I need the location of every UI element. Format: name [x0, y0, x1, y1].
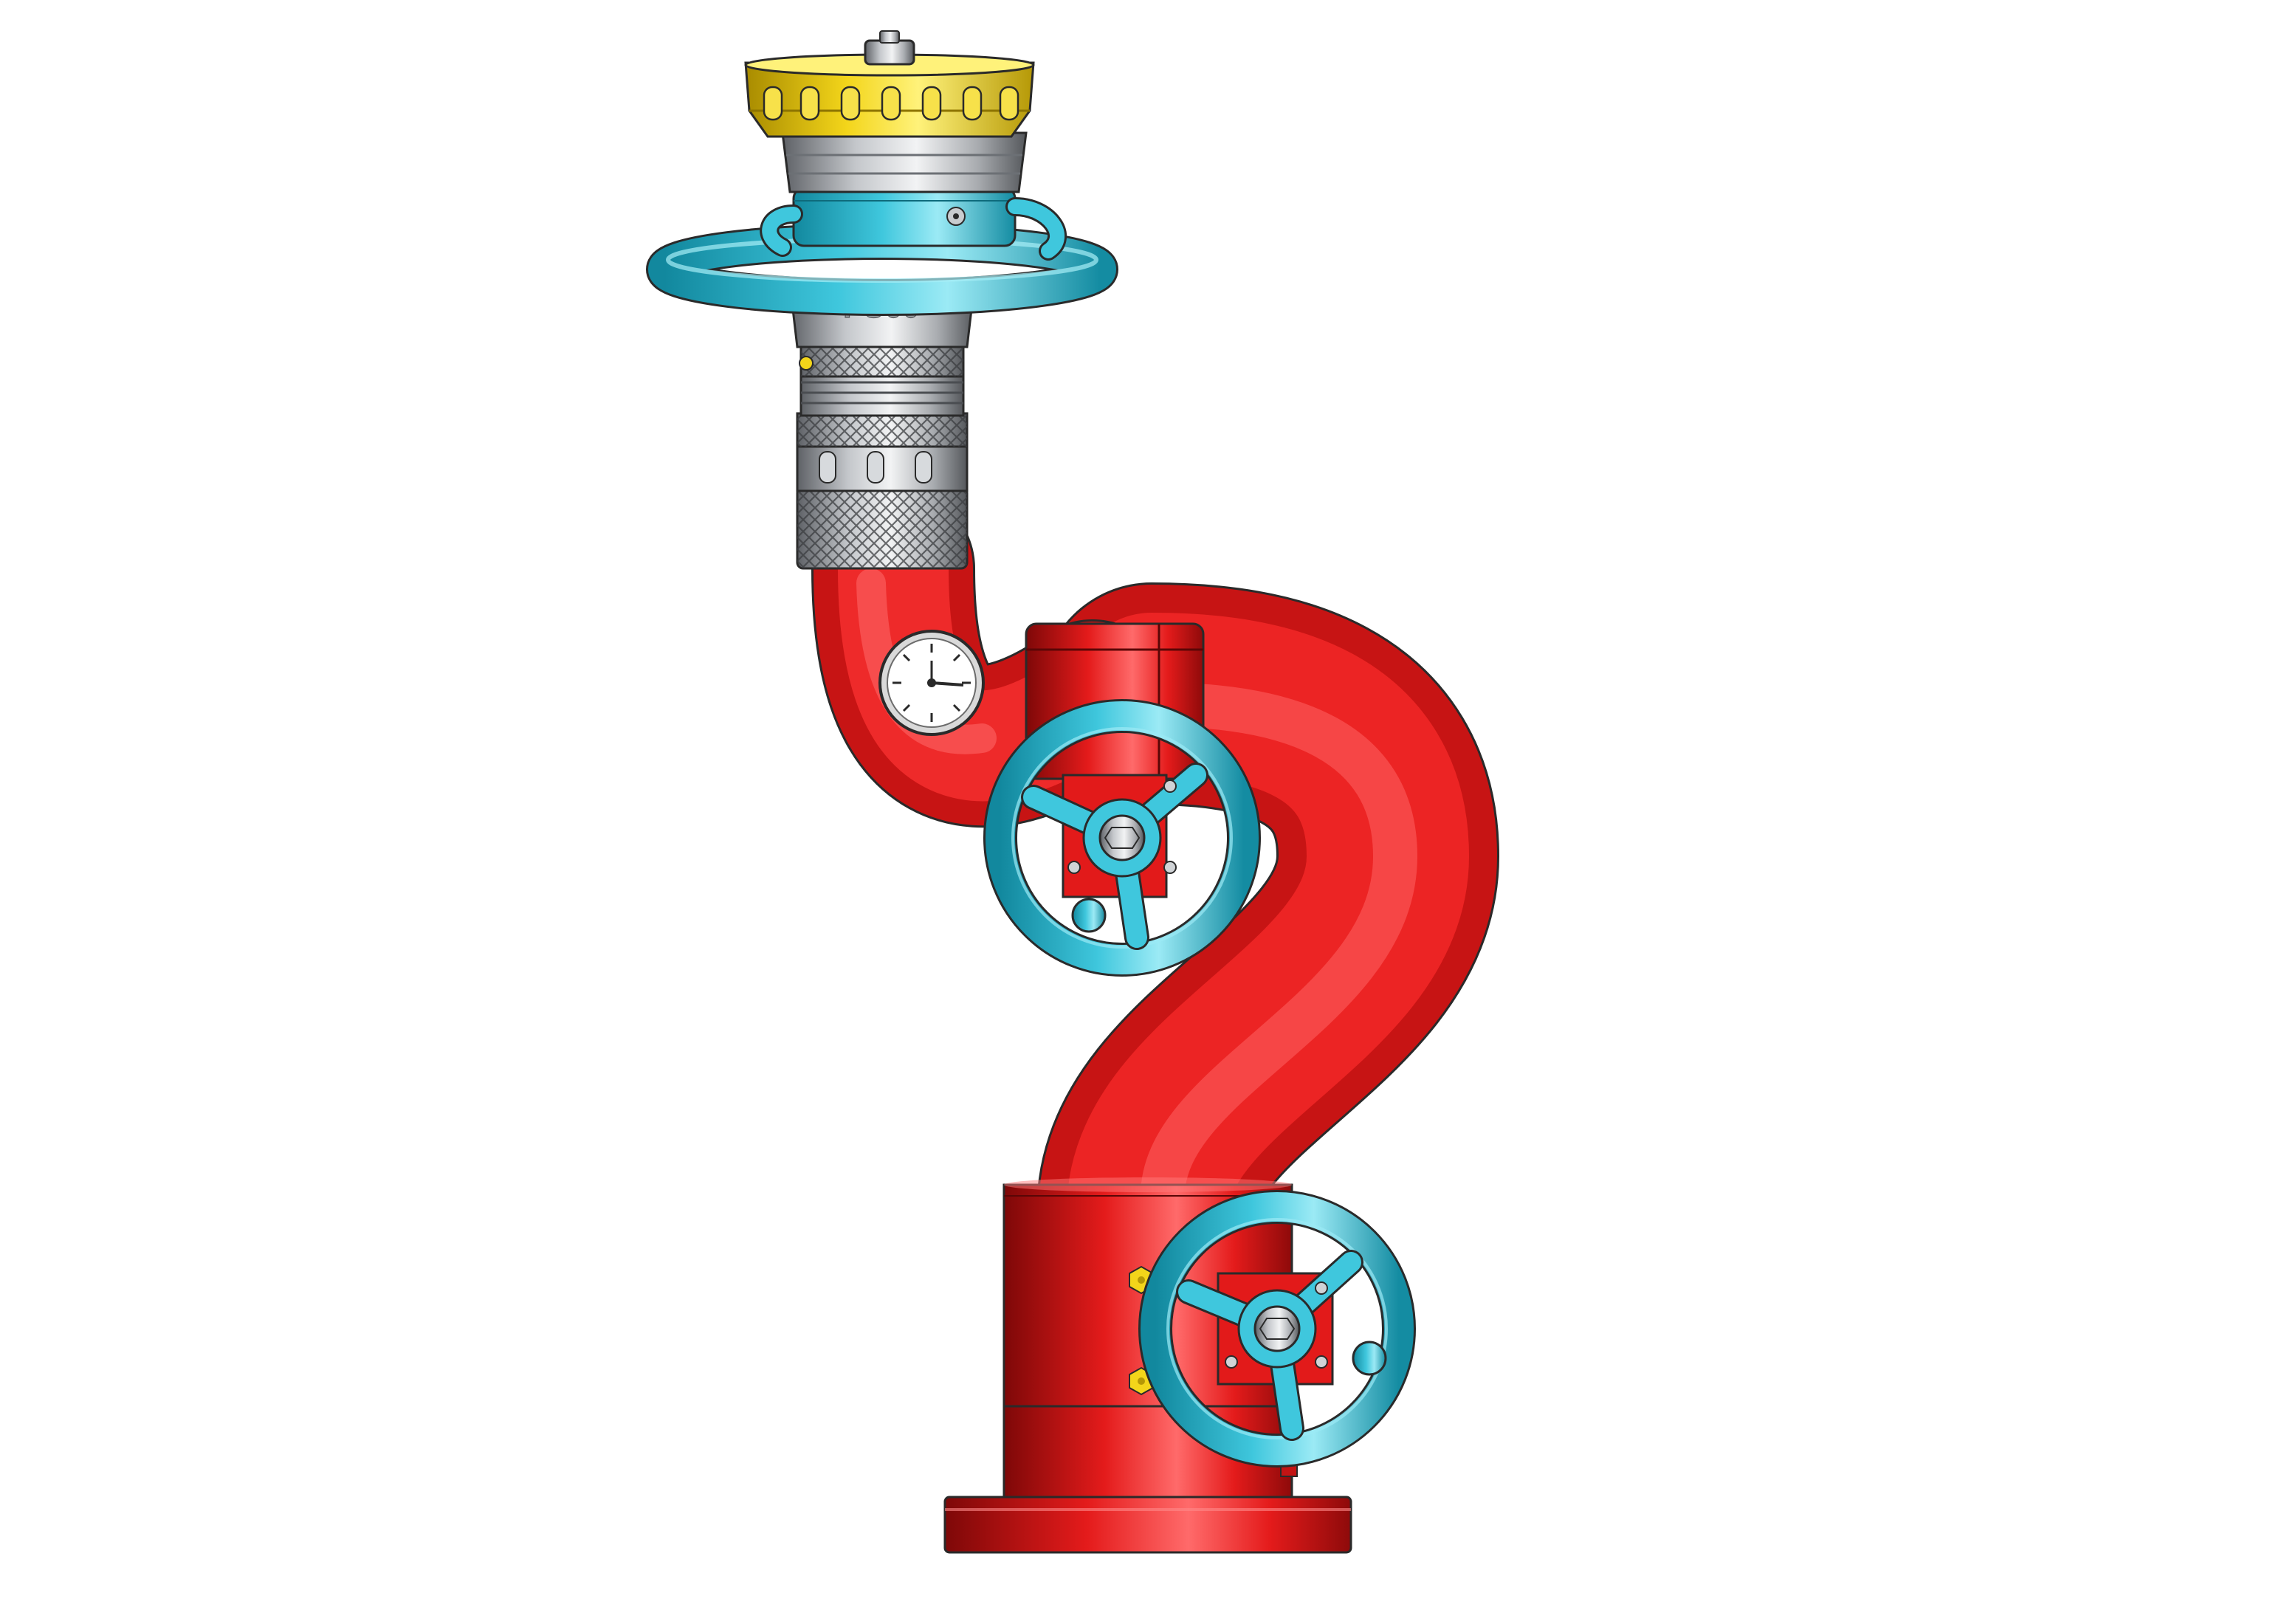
- handle-ring[interactable]: [646, 223, 1118, 316]
- nozzle-assembly: PS60: [788, 283, 976, 570]
- cyan-collar: [760, 187, 1067, 261]
- tip-stud: [864, 39, 915, 66]
- hub-nut: [1253, 1305, 1301, 1352]
- gauge-needle: [931, 681, 964, 687]
- elevation-handwheel[interactable]: [983, 699, 1261, 977]
- nozzle-tip[interactable]: [744, 30, 1035, 138]
- nozzle-neck: [781, 131, 1028, 193]
- pipe-body: [811, 486, 1500, 1322]
- rotation-handwheel[interactable]: [1138, 1190, 1416, 1468]
- base-flange: [943, 1496, 1352, 1554]
- handwheel-knob[interactable]: [1071, 898, 1107, 933]
- pressure-gauge: [878, 630, 985, 736]
- handwheel-knob[interactable]: [1352, 1341, 1387, 1376]
- hub-nut: [1098, 814, 1146, 861]
